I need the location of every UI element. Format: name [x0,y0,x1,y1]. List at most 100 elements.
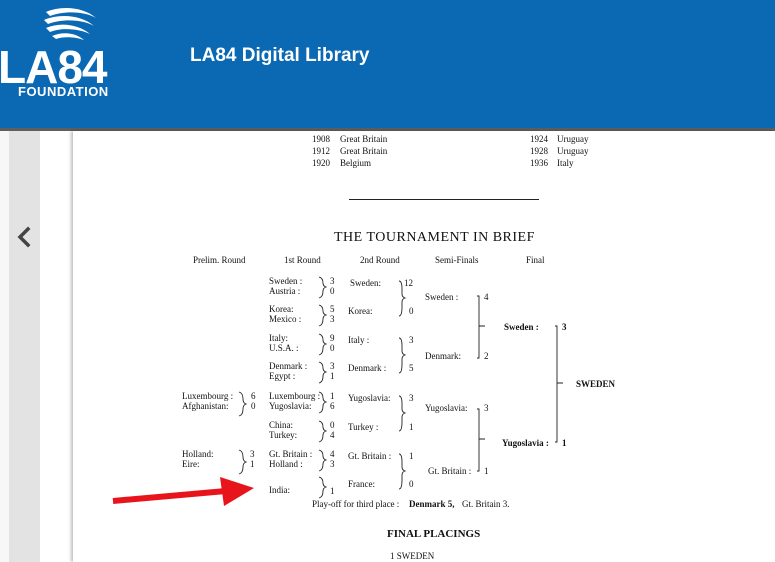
winner-year: 1924 [530,134,548,144]
bracket-score: 1 [330,371,335,381]
logo-text: LA84 [0,41,107,93]
bracket-score: 3 [330,361,335,371]
bracket-team: Denmark : [348,363,387,373]
bracket-team: India: [269,485,290,495]
final-placing-item: 1 SWEDEN [390,551,435,561]
bracket-score: 4 [330,430,335,440]
bracket-score: 3 [409,335,414,345]
logo-subtext: FOUNDATION [18,84,109,99]
bracket-team: Yugoslavia : [502,438,549,448]
bracket-team: Sweden : [425,292,459,302]
bracket-team: Sweden : [504,322,539,332]
chevron-left-icon [17,226,31,248]
bracket-score: 0 [330,343,335,353]
bracket-team: U.S.A. : [269,343,299,353]
previous-page-button[interactable] [13,224,37,250]
bracket-team: Italy: [269,333,288,343]
section-divider [349,199,539,200]
bracket-team: Austria : [269,286,301,296]
bracket-score: 6 [251,391,256,401]
winner-country: Uruguay [557,134,589,144]
bracket-score: 3 [484,403,489,413]
bracket-score: 1 [330,486,335,496]
bracket-team: Denmark: [425,351,461,361]
playoff-loser: Gt. Britain 3. [462,499,510,509]
playoff-winner: Denmark 5, [409,499,455,509]
winner-country: Belgium [340,158,371,168]
la84-logo[interactable]: LA84 FOUNDATION [0,0,160,100]
bracket-score: 1 [250,459,255,469]
bracket-team: Luxembourg : [269,391,321,401]
bracket-team: Holland: [182,449,214,459]
left-gutter [0,131,9,562]
site-header: LA84 FOUNDATION LA84 Digital Library [0,0,775,128]
winner-year: 1920 [312,158,330,168]
tournament-title: THE TOURNAMENT IN BRIEF [334,230,535,245]
site-title[interactable]: LA84 Digital Library [190,45,370,66]
bracket-team: Afghanistan: [182,401,229,411]
winner-country: Uruguay [557,146,589,156]
bracket-team: Turkey: [269,430,298,440]
bracket-score: 2 [484,351,489,361]
bracket-team: Korea: [348,306,373,316]
bracket-team: Yugoslavia: [269,401,312,411]
bracket-team: Holland : [269,459,303,469]
bracket-score: 3 [330,276,335,286]
bracket-team: Mexico : [269,314,302,324]
bracket-team: Denmark : [269,361,308,371]
winner-year: 1912 [312,146,330,156]
bracket-score: 0 [409,479,414,489]
document-page: 1908 Great Britain 1912 Great Britain 19… [73,131,775,562]
bracket-score: 1 [562,438,567,448]
bracket-score: 6 [330,401,335,411]
column-header-prelim: Prelim. Round [193,255,246,265]
winner-country: Great Britain [340,146,388,156]
final-placings-title: FINAL PLACINGS [387,528,481,540]
bracket-team: France: [348,479,375,489]
bracket-score: 12 [404,278,413,288]
bracket-lines [238,276,563,499]
bracket-score: 5 [330,304,335,314]
bracket-score: 1 [330,391,335,401]
bracket-score: 0 [330,420,335,430]
bracket-score: 4 [484,292,489,302]
bracket-score: 3 [330,459,335,469]
bracket-score: 0 [409,306,414,316]
bracket-team: Sweden : [269,276,303,286]
bracket-score: 1 [409,422,414,432]
bracket-score: 0 [251,401,256,411]
bracket-team: Turkey : [348,422,379,432]
playoff-prefix: Play-off for third place : [312,499,400,509]
bracket-score: 3 [250,449,255,459]
red-arrow-icon [112,477,254,506]
column-header-semi-finals: Semi-Finals [435,255,479,265]
bracket-team: China: [269,420,293,430]
column-header-second-round: 2nd Round [360,255,400,265]
bracket-score: 1 [484,466,489,476]
bracket-score: 5 [409,363,414,373]
bracket-score: 3 [562,322,567,332]
bracket-team: Korea: [269,304,294,314]
document-margin [40,131,73,562]
bracket-team: Eire: [182,459,200,469]
viewer-side-panel [9,131,40,562]
bracket-team: Italy : [348,335,370,345]
header-divider [0,128,775,131]
bracket-team: Gt. Britain : [348,451,392,461]
bracket-team: Gt. Britain : [269,449,313,459]
bracket-team: Luxembourg : [182,391,234,401]
winner-year: 1936 [530,158,548,168]
winner-country: Italy [557,158,574,168]
bracket-score: 0 [330,286,335,296]
champion: SWEDEN [576,379,616,389]
winner-year: 1908 [312,134,330,144]
bracket-team: Sweden: [350,278,381,288]
column-header-final: Final [526,255,545,265]
bracket-team: Gt. Britain : [428,466,472,476]
bracket-score: 3 [409,393,414,403]
winner-year: 1928 [530,146,548,156]
bracket-score: 3 [330,314,335,324]
bracket-score: 4 [330,449,335,459]
winner-country: Great Britain [340,134,388,144]
bracket-team: Yugoslavia: [348,393,391,403]
